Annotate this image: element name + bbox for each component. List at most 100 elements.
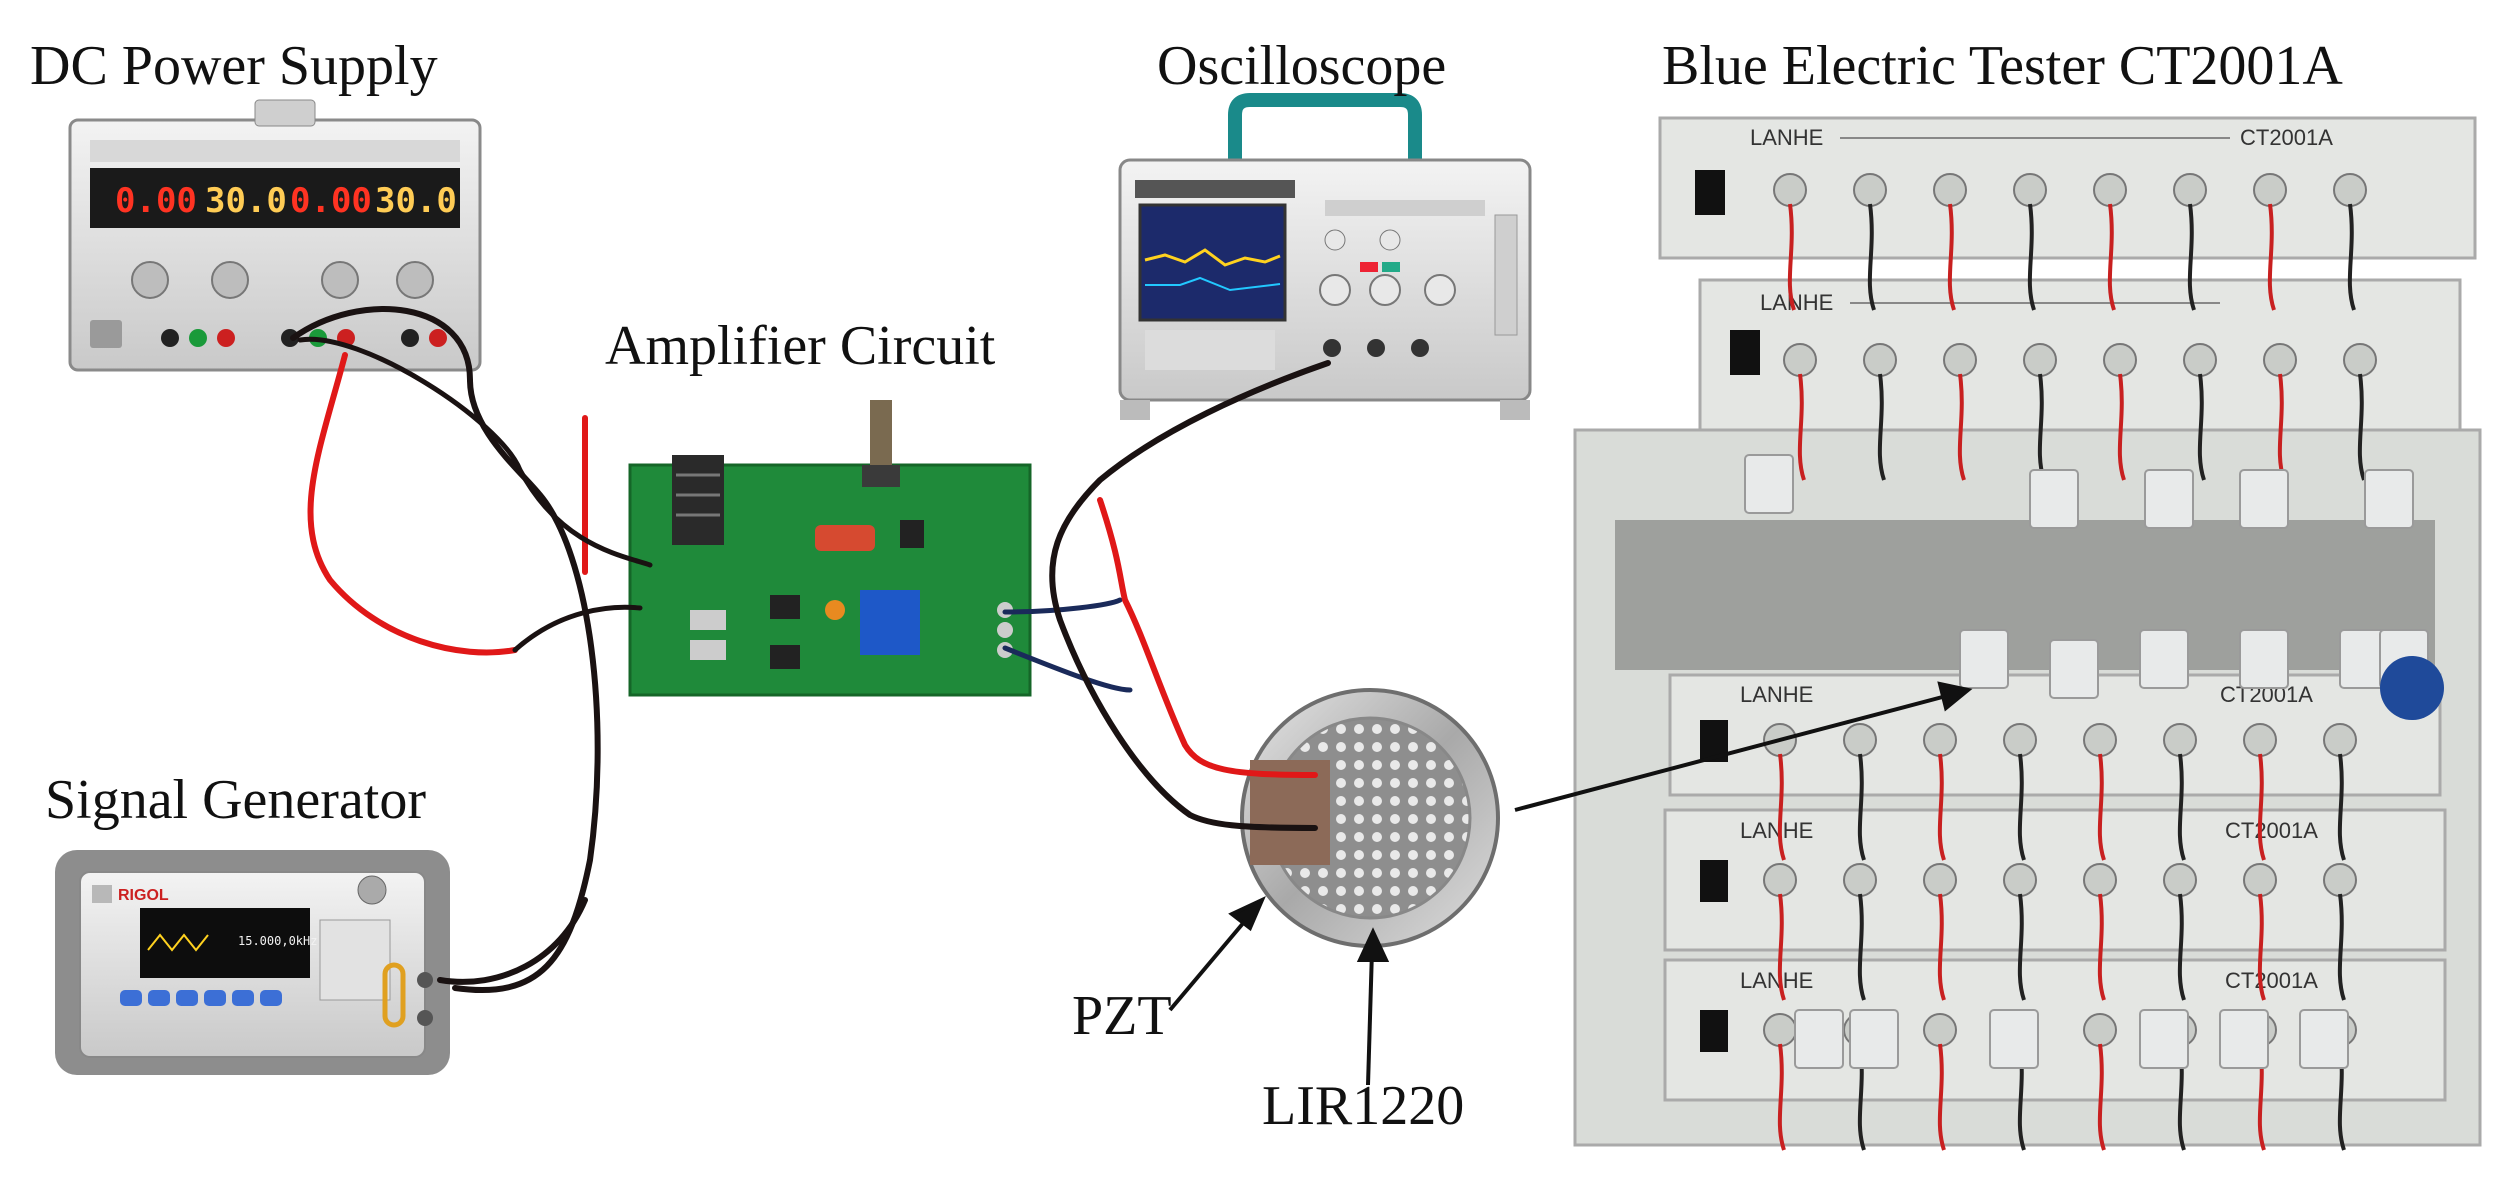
tester-channel-wire (2257, 893, 2266, 1001)
tester-channel-wire (2267, 203, 2276, 311)
psu-knob-4 (396, 261, 434, 299)
psu-display: 0.00 30.0 0.00 30.0 (115, 181, 457, 221)
tester-channel-wire (1937, 1043, 1946, 1151)
tester-channel-wire (2017, 753, 2026, 861)
tester-battery-clip (1989, 1009, 2039, 1069)
tester-channel-knob (1943, 343, 1977, 377)
tester-channel-knob (2023, 343, 2057, 377)
scope-controls (1319, 200, 1518, 336)
label-lir1220: LIR1220 (1262, 1075, 1465, 1137)
generator-brand: RIGOL (118, 887, 169, 904)
pzt-arrow-line (1168, 913, 1252, 1012)
tester-battery-clip (2239, 469, 2289, 529)
tester-channel-wire (2187, 203, 2196, 311)
psu-power-button (90, 320, 122, 348)
tester-channel-wire (1777, 1043, 1786, 1151)
tester-channel-wire (2117, 373, 2126, 481)
label-oscilloscope: Oscilloscope (1157, 35, 1447, 97)
tester-channel-knob (2083, 863, 2117, 897)
tester-channel-wire (2197, 373, 2206, 481)
tester-unit-1-model: CT2001A (2240, 125, 2333, 150)
label-dc-power-supply: DC Power Supply (30, 35, 438, 97)
tester-channel-knob (2333, 173, 2367, 207)
pzt-arrow-head (1228, 895, 1266, 932)
tester-channel-wire (1797, 373, 1806, 481)
tester-channel-wire (1857, 753, 1866, 861)
tester-channel-knob (1923, 863, 1957, 897)
tester-channel-wire (1857, 893, 1866, 1001)
tester-channel-wire (2337, 893, 2346, 1001)
tester-battery-clip (2049, 639, 2099, 699)
tester-channel-wire (2097, 1043, 2106, 1151)
tester-channel-wire (2097, 893, 2106, 1001)
tester-battery-clip (2364, 469, 2414, 529)
tester-unit-5-brand: LANHE (1740, 968, 1813, 993)
tester-channel-knob (2163, 723, 2197, 757)
tester-clips (1744, 173, 2429, 1151)
label-pzt: PZT (1072, 985, 1172, 1047)
tester-channel-wire (2177, 893, 2186, 1001)
psu-knob-2 (211, 261, 249, 299)
tester-battery-clip (1744, 454, 1794, 514)
psu-knob-1 (131, 261, 169, 299)
tester-unit-3-brand: LANHE (1740, 682, 1813, 707)
pcb-transformer (860, 590, 920, 655)
tester-channel-knob (2263, 343, 2297, 377)
tester-channel-knob (2083, 723, 2117, 757)
tester-channel-knob (1923, 723, 1957, 757)
amplifier-circuit-board (628, 400, 1032, 697)
psu-readout-4: 30.0 (375, 181, 457, 221)
tester-channel-wire (1877, 373, 1886, 481)
tester-unit-4-model: CT2001A (2225, 818, 2318, 843)
psu-readout-3: 0.00 (290, 181, 372, 221)
tester-channel-knob (1783, 343, 1817, 377)
oscilloscope (1118, 93, 1532, 420)
tester-arrow-line (1514, 693, 1951, 812)
tester-battery-clip (1849, 1009, 1899, 1069)
tester-channel-knob (1773, 173, 1807, 207)
tester-channel-wire (1777, 893, 1786, 1001)
tester-channel-wire (1947, 203, 1956, 311)
tester-unit-2-brand: LANHE (1760, 290, 1833, 315)
coin-cell-battery (1240, 688, 1500, 948)
tester-channel-wire (2347, 203, 2356, 311)
tester-battery-clip (2144, 469, 2194, 529)
tester-sticker (2380, 656, 2444, 720)
tester-channel-wire (2017, 893, 2026, 1001)
tester-channel-knob (2323, 863, 2357, 897)
tester-channel-wire (1957, 373, 1966, 481)
tester-channel-wire (1937, 753, 1946, 861)
psu-readout-2: 30.0 (205, 181, 287, 221)
pointer-arrows (1168, 681, 1973, 1086)
label-tester: Blue Electric Tester CT2001A (1662, 35, 2343, 97)
tester-channel-knob (2173, 173, 2207, 207)
tester-channel-knob (1763, 863, 1797, 897)
psu-knob-3 (321, 261, 359, 299)
pcb-potentiometer (870, 400, 892, 475)
tester-channel-wire (2027, 203, 2036, 311)
generator-buttons (120, 919, 391, 1006)
tester-channel-knob (2183, 343, 2217, 377)
tester-channel-knob (2013, 173, 2047, 207)
tester-channel-knob (1863, 343, 1897, 377)
pcb-heatsink (672, 455, 724, 545)
tester-channel-knob (1763, 1013, 1797, 1047)
tester-channel-knob (1853, 173, 1887, 207)
battery-tester-cabinet: LANHE CT2001A LANHE LANHE CT2001A LANHE … (1573, 116, 2482, 1151)
tester-battery-clip (2299, 1009, 2349, 1069)
tester-unit-1-brand: LANHE (1750, 125, 1823, 150)
tester-channel-knob (2083, 1013, 2117, 1047)
tester-channel-wire (1867, 203, 1876, 311)
battery-arrow-head (1356, 927, 1390, 962)
tester-unit-4-brand: LANHE (1740, 818, 1813, 843)
tester-channel-wire (1937, 893, 1946, 1001)
tester-channel-knob (2003, 863, 2037, 897)
tester-battery-clip (2219, 1009, 2269, 1069)
tester-channel-knob (2253, 173, 2287, 207)
tester-channel-wire (2357, 373, 2366, 481)
tester-channel-wire (2337, 753, 2346, 861)
battery-arrow-line (1366, 949, 1374, 1086)
generator-readout: 15.000,0kHz (238, 934, 317, 948)
